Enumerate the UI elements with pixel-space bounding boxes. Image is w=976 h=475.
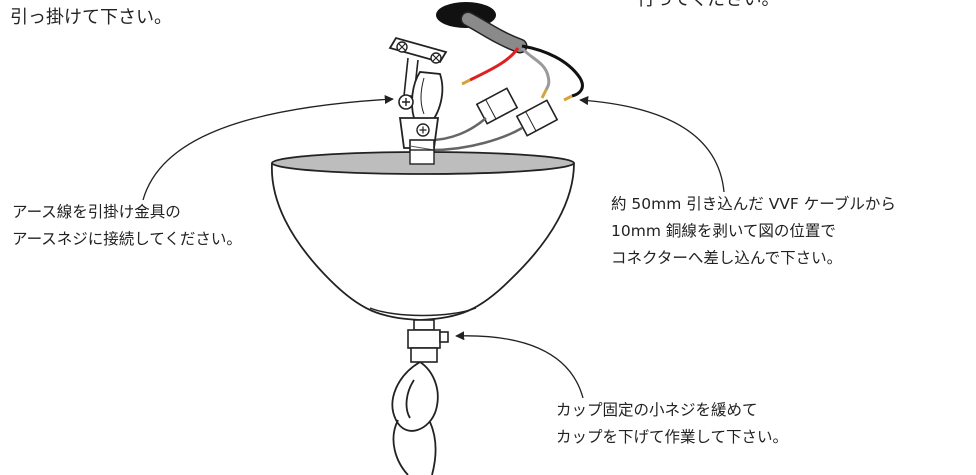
set-screw-icon — [439, 331, 449, 343]
copper-tip-1 — [461, 78, 471, 86]
cup-fitting — [407, 319, 441, 363]
cup-leader-line — [455, 331, 584, 399]
canopy-cup — [271, 149, 575, 321]
copper-tip-2 — [540, 89, 548, 99]
earth-instruction-line-2: アースネジに接続してください。 — [12, 230, 242, 248]
top-right-note-line: 行ってください。 — [637, 0, 780, 13]
earth-wire-instruction: アース線を引掛け金具の アースネジに接続してください。 — [12, 199, 242, 253]
cup-instruction-line-2: カップを下げて作業して下さい。 — [556, 428, 789, 446]
cup-instruction-line-1: カップ固定の小ネジを緩めて — [556, 401, 758, 419]
top-left-note: 引っ掛けて下さい。 — [10, 4, 172, 31]
vvf-instruction-line-1: 約 50mm 引き込んだ VVF ケーブルから — [611, 195, 896, 213]
vvf-leader-line — [579, 96, 725, 193]
black-wire — [521, 44, 584, 98]
wire-connector-right — [515, 99, 559, 137]
vvf-cable-instruction: 約 50mm 引き込んだ VVF ケーブルから 10mm 銅線を剥いて図の位置で… — [611, 191, 896, 272]
wire-connector-left — [475, 87, 519, 125]
earth-instruction-line-1: アース線を引掛け金具の — [12, 203, 181, 221]
cup-screw-instruction: カップ固定の小ネジを緩めて カップを下げて作業して下さい。 — [556, 397, 788, 451]
lamp-wires — [429, 117, 523, 152]
vvf-instruction-line-2: 10mm 銅線を剥いて図の位置で — [611, 222, 836, 240]
copper-tip-3 — [563, 94, 573, 102]
top-left-note-line: 引っ掛けて下さい。 — [10, 7, 172, 28]
earth-screw-icon — [398, 94, 414, 110]
vvf-instruction-line-3: コネクターへ差し込んで下さい。 — [611, 249, 843, 267]
gray-wire — [520, 47, 551, 91]
chain — [391, 361, 439, 475]
red-wire — [469, 47, 520, 82]
top-right-note: 行ってください。 — [637, 0, 780, 13]
earth-leader-line — [142, 94, 394, 201]
bracket-screw-icon — [416, 123, 430, 137]
